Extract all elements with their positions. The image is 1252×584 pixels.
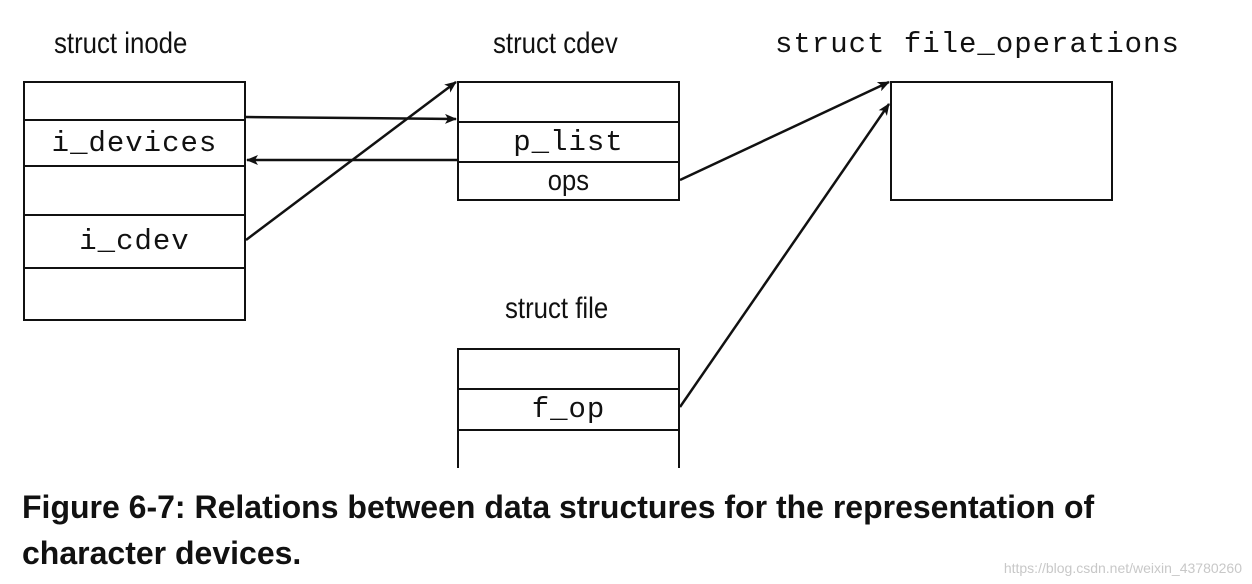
inode-field-0	[25, 83, 244, 121]
arrow-ops-to-file-operations	[679, 80, 890, 182]
inode-field-i-cdev: i_cdev	[25, 216, 244, 269]
cdev-title: struct cdev	[493, 27, 618, 60]
file-operations-title: struct file_operations	[775, 28, 1180, 61]
cdev-field-p-list-label: p_list	[513, 125, 624, 159]
cdev-field-ops-label: ops	[547, 164, 590, 197]
arrow-i-devices-to-p-list	[245, 113, 457, 124]
arrow-i-cdev-to-cdev	[245, 81, 457, 241]
cdev-field-0	[459, 83, 678, 123]
cdev-field-ops: ops	[459, 163, 678, 199]
file-field-f-op: f_op	[459, 390, 678, 431]
cdev-struct: p_list ops	[457, 81, 680, 201]
file-operations-struct	[890, 81, 1113, 201]
inode-field-i-devices-label: i_devices	[51, 126, 218, 160]
file-field-f-op-label: f_op	[531, 393, 606, 426]
inode-field-i-cdev-label: i_cdev	[79, 225, 190, 258]
arrow-f-op-to-file-operations	[678, 103, 891, 408]
file-title: struct file	[505, 292, 609, 325]
inode-field-2	[25, 167, 244, 216]
file-field-0	[459, 350, 678, 390]
figure-caption: Figure 6-7: Relations between data struc…	[22, 489, 1095, 571]
cdev-field-p-list: p_list	[459, 123, 678, 163]
file-struct: f_op	[457, 348, 680, 468]
inode-title: struct inode	[54, 27, 188, 60]
inode-struct: i_devices i_cdev	[23, 81, 246, 321]
watermark: https://blog.csdn.net/weixin_43780260	[1003, 560, 1242, 576]
inode-field-i-devices: i_devices	[25, 121, 244, 167]
